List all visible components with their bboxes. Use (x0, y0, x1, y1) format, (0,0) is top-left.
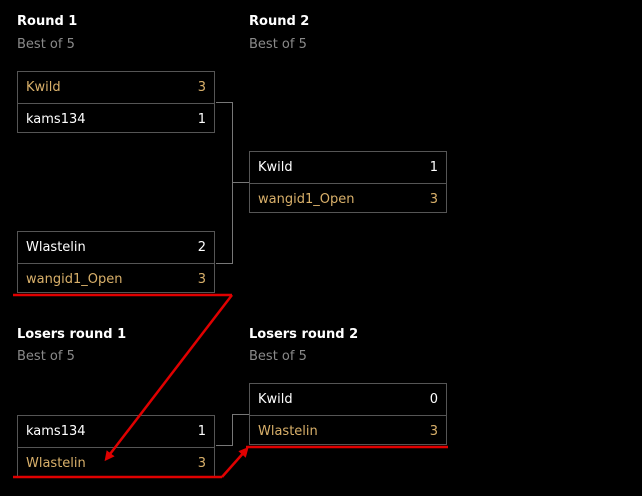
participant-score: 1 (197, 424, 206, 439)
participant-name: wangid1_Open (26, 271, 123, 287)
participant-name: Kwild (26, 80, 61, 95)
round-1-title: Round 1 (17, 14, 78, 29)
bracket-connector-r1-to-r2 (232, 182, 250, 183)
participant-row[interactable]: Kwild 1 (250, 152, 446, 183)
participant-row[interactable]: kams134 1 (18, 416, 214, 447)
participant-score: 3 (197, 80, 206, 95)
participant-row[interactable]: wangid1_Open 3 (18, 263, 214, 294)
participant-score: 3 (429, 191, 438, 207)
round-1-subtitle: Best of 5 (17, 37, 75, 52)
round-2-title: Round 2 (249, 14, 310, 29)
participant-name: Wlastelin (26, 455, 86, 471)
participant-name: Kwild (258, 392, 293, 407)
match-losers-round-1-1[interactable]: kams134 1 Wlastelin 3 (17, 415, 215, 477)
participant-name: kams134 (26, 111, 86, 127)
match-round-1-2[interactable]: Wlastelin 2 wangid1_Open 3 (17, 231, 215, 293)
annotation-arrow-to-losers-round-2 (221, 447, 249, 478)
participant-name: wangid1_Open (258, 191, 355, 207)
match-round-1-1[interactable]: Kwild 3 kams134 1 (17, 71, 215, 133)
round-2-subtitle: Best of 5 (249, 37, 307, 52)
participant-score: 1 (197, 111, 206, 127)
bracket-connector-r1 (216, 102, 233, 264)
bracket-connector-l1-stub (216, 445, 233, 446)
match-round-2-1[interactable]: Kwild 1 wangid1_Open 3 (249, 151, 447, 213)
participant-score: 2 (197, 240, 206, 255)
losers-round-2-subtitle: Best of 5 (249, 349, 307, 364)
participant-name: Wlastelin (26, 240, 86, 255)
losers-round-2-title: Losers round 2 (249, 327, 359, 342)
participant-score: 0 (429, 392, 438, 407)
match-losers-round-2-1[interactable]: Kwild 0 Wlastelin 3 (249, 383, 447, 445)
participant-row[interactable]: Wlastelin 2 (18, 232, 214, 263)
participant-row[interactable]: Wlastelin 3 (250, 415, 446, 446)
participant-name: kams134 (26, 424, 86, 439)
participant-score: 3 (197, 271, 206, 287)
participant-name: Wlastelin (258, 423, 318, 439)
participant-score: 3 (197, 455, 206, 471)
participant-score: 1 (429, 160, 438, 175)
participant-row[interactable]: kams134 1 (18, 103, 214, 134)
losers-round-1-title: Losers round 1 (17, 327, 127, 342)
losers-round-1-subtitle: Best of 5 (17, 349, 75, 364)
participant-row[interactable]: wangid1_Open 3 (250, 183, 446, 214)
participant-row[interactable]: Wlastelin 3 (18, 447, 214, 478)
participant-score: 3 (429, 423, 438, 439)
participant-name: Kwild (258, 160, 293, 175)
participant-row[interactable]: Kwild 0 (250, 384, 446, 415)
participant-row[interactable]: Kwild 3 (18, 72, 214, 103)
